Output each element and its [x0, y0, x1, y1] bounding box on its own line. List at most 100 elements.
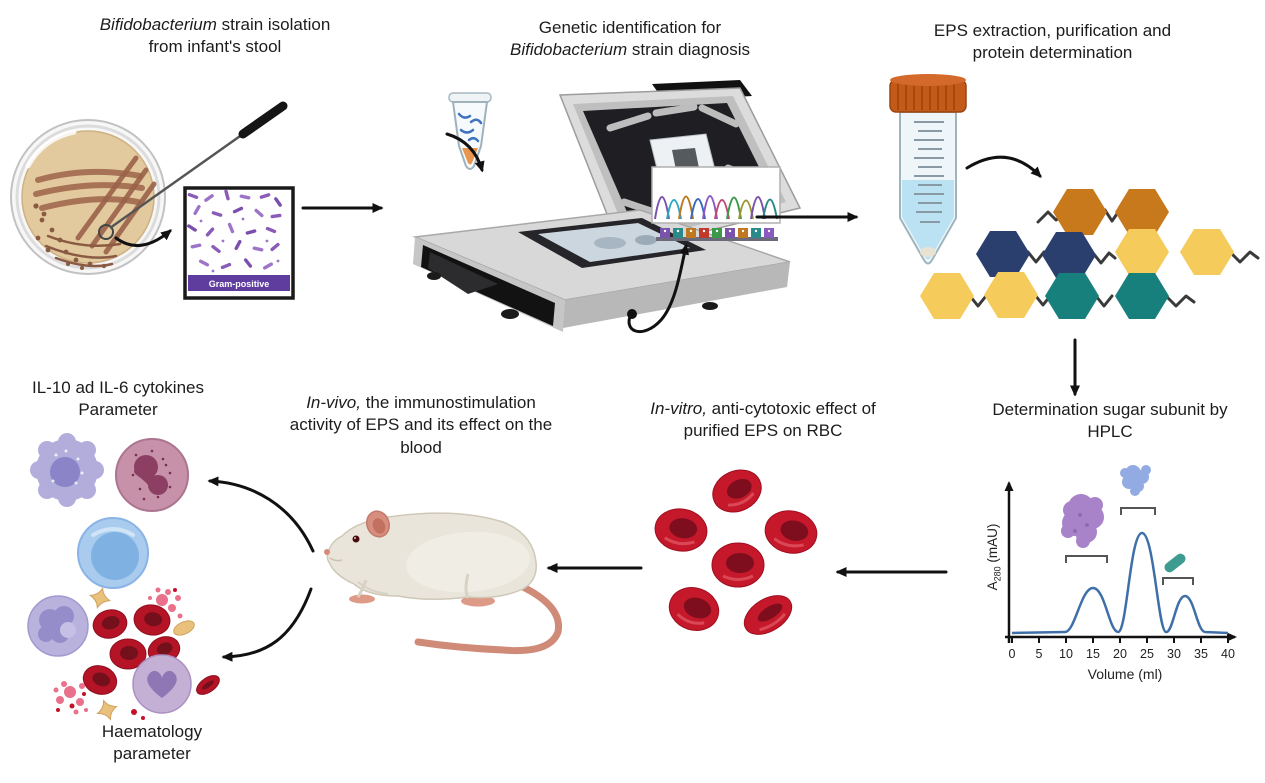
svg-text:0: 0	[1009, 647, 1016, 661]
sugar-hexagon-yellow	[984, 272, 1038, 318]
ylabel-suffix: (mAU)	[985, 523, 1000, 567]
falcon-tube-icon	[889, 74, 967, 265]
title-italic-invivo: In-vivo,	[306, 393, 361, 412]
sugar-hexagon-teal	[1115, 273, 1169, 319]
title-text: the immunostimulation	[360, 393, 536, 412]
title-text: protein determination	[972, 43, 1133, 63]
title-italic-invitro: In-vitro,	[650, 399, 707, 418]
step-title-genetic-id: Genetic identification for Bifidobacteri…	[445, 17, 815, 62]
purple-polysaccharide-blob	[1061, 494, 1104, 548]
sequence-blocks	[660, 228, 774, 238]
eps-polysaccharide-hexagons	[920, 189, 1260, 319]
svg-text:30: 30	[1167, 647, 1181, 661]
title-text: Determination sugar subunit by	[992, 400, 1228, 419]
sugar-hexagon-orange	[1053, 189, 1107, 235]
red-blood-cell	[711, 542, 765, 588]
graduations	[914, 121, 944, 223]
x-axis-label: Volume (ml)	[1088, 666, 1163, 682]
gram-label-text: Gram-positive	[209, 279, 270, 289]
rbc-donuts	[82, 604, 220, 695]
eps-pellet	[920, 247, 936, 257]
cap-ribs	[897, 82, 955, 110]
tertiary-streaks	[44, 234, 122, 268]
lymphocyte-cell	[77, 517, 149, 589]
blue-polysaccharide-blob	[1120, 465, 1151, 496]
red-blood-cell	[668, 587, 720, 631]
step-title-isolation: Bifidobacterium strain isolation from in…	[30, 14, 400, 59]
title-text: blood	[400, 437, 442, 457]
title-text: from infant's stool	[148, 37, 282, 57]
svg-text:20: 20	[1113, 647, 1127, 661]
elution-curve	[1011, 531, 1229, 635]
platelet-star	[93, 696, 121, 724]
title-text: purified EPS on RBC	[683, 421, 843, 441]
haematology-cells-illustration	[27, 585, 220, 724]
step-title-haematology: Haematology parameter	[62, 721, 242, 766]
sugar-hexagon-yellow	[920, 273, 974, 319]
title-text: parameter	[113, 744, 191, 764]
tube-liquid	[902, 180, 954, 260]
title-text: HPLC	[1087, 422, 1133, 442]
cytokine-cells-illustration	[30, 433, 189, 589]
colonies	[33, 203, 107, 270]
x-tick-labels: 0 5 10 15 20 25 30 35 40	[1009, 647, 1235, 661]
svg-text:10: 10	[1059, 647, 1073, 661]
platelet-star	[87, 585, 113, 611]
sugar-hexagon-yellow	[1180, 229, 1234, 275]
trace-peaks	[654, 195, 778, 220]
title-text: activity of EPS and its effect on the	[289, 415, 553, 435]
title-text: Parameter	[78, 400, 158, 420]
svg-text:35: 35	[1194, 647, 1208, 661]
neutrophil-cell	[27, 595, 89, 657]
step-title-eps-extraction: EPS extraction, purification and protein…	[865, 20, 1240, 65]
gram-stain-inset: Gram-positive	[183, 186, 295, 300]
rat-nose	[324, 549, 330, 555]
monocyte-cell	[115, 438, 189, 512]
sugar-hexagon-teal	[1045, 273, 1099, 319]
red-blood-cell	[743, 595, 793, 635]
step-title-invivo: In-vivo, the immunostimulation activity …	[262, 392, 580, 459]
step-title-hplc: Determination sugar subunit by HPLC	[960, 399, 1260, 444]
teal-rod-bacterium	[1164, 553, 1186, 573]
svg-text:5: 5	[1036, 647, 1043, 661]
sugar-hexagon-yellow	[1115, 229, 1169, 275]
rat-illustration	[324, 510, 563, 655]
platelet-splatter	[53, 681, 88, 715]
title-text: strain diagnosis	[627, 40, 750, 60]
sugar-hexagon-navy	[976, 231, 1030, 277]
cable-nub	[627, 309, 637, 319]
hplc-chromatogram-chart: 0 5 10 15 20 25 30 35 40 Volume (ml)	[1004, 465, 1237, 682]
red-blood-cell	[712, 469, 762, 513]
rbc-cluster-illustration	[654, 469, 818, 635]
ylabel-prefix: A	[985, 581, 1000, 591]
title-text: Haematology	[101, 722, 203, 741]
svg-text:40: 40	[1221, 647, 1235, 661]
rat-rear-foot	[461, 595, 495, 607]
ylabel-sub: 280	[992, 566, 1003, 582]
svg-text:15: 15	[1086, 647, 1100, 661]
title-italic-genus: Bifidobacterium	[509, 40, 628, 60]
rat-tail	[414, 583, 563, 655]
x-tick-marks	[1011, 637, 1229, 643]
title-text: Genetic identification for	[538, 18, 722, 37]
rat-eye	[352, 535, 360, 543]
title-italic-genus: Bifidobacterium	[99, 15, 217, 34]
sequencing-chromatogram	[651, 166, 781, 241]
sugar-hexagon-orange	[1115, 189, 1169, 235]
step-title-invitro: In-vitro, anti-cytotoxic effect of purif…	[613, 398, 913, 443]
title-text: EPS extraction, purification and	[933, 21, 1172, 40]
petri-dish-illustration	[10, 119, 166, 275]
platelet-oval	[173, 620, 195, 636]
y-axis-label: A280 (mAU)	[985, 497, 1003, 617]
lymphocyte-heart-nucleus-cell	[132, 654, 192, 714]
title-text: IL-10 ad IL-6 cytokines	[32, 378, 204, 397]
rat-front-foot	[349, 594, 375, 604]
peak-brackets	[1065, 507, 1194, 585]
title-text: anti-cytotoxic effect of	[706, 399, 876, 418]
title-text: strain isolation	[216, 15, 331, 34]
red-blood-cell	[654, 508, 708, 552]
step-title-cytokines: IL-10 ad IL-6 cytokines Parameter	[8, 377, 228, 422]
svg-text:25: 25	[1140, 647, 1154, 661]
macrophage-cell	[30, 433, 104, 507]
